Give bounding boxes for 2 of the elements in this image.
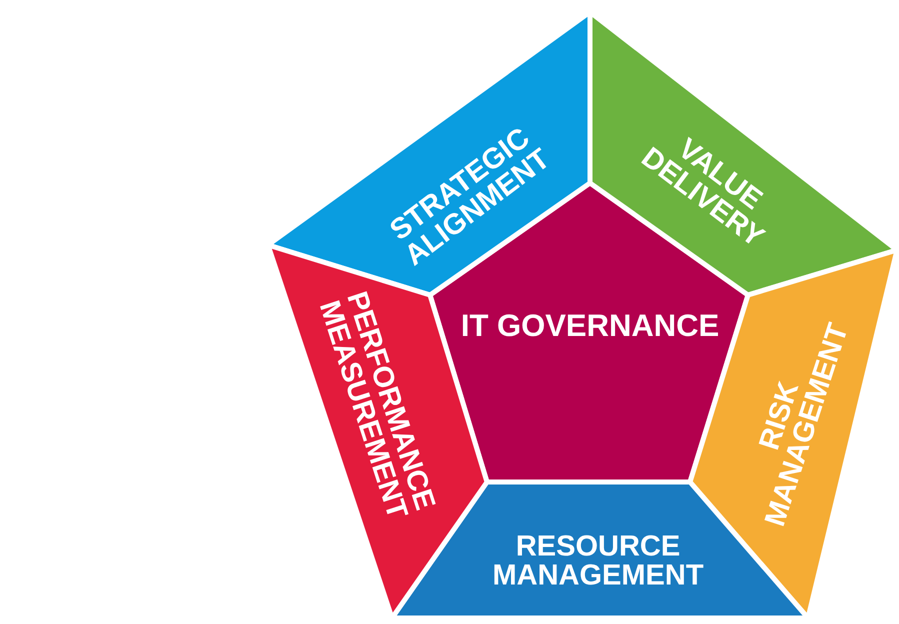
segment-label: IT GOVERNANCE	[460, 308, 720, 343]
segment-label: RESOURCE MANAGEMENT	[492, 530, 704, 592]
